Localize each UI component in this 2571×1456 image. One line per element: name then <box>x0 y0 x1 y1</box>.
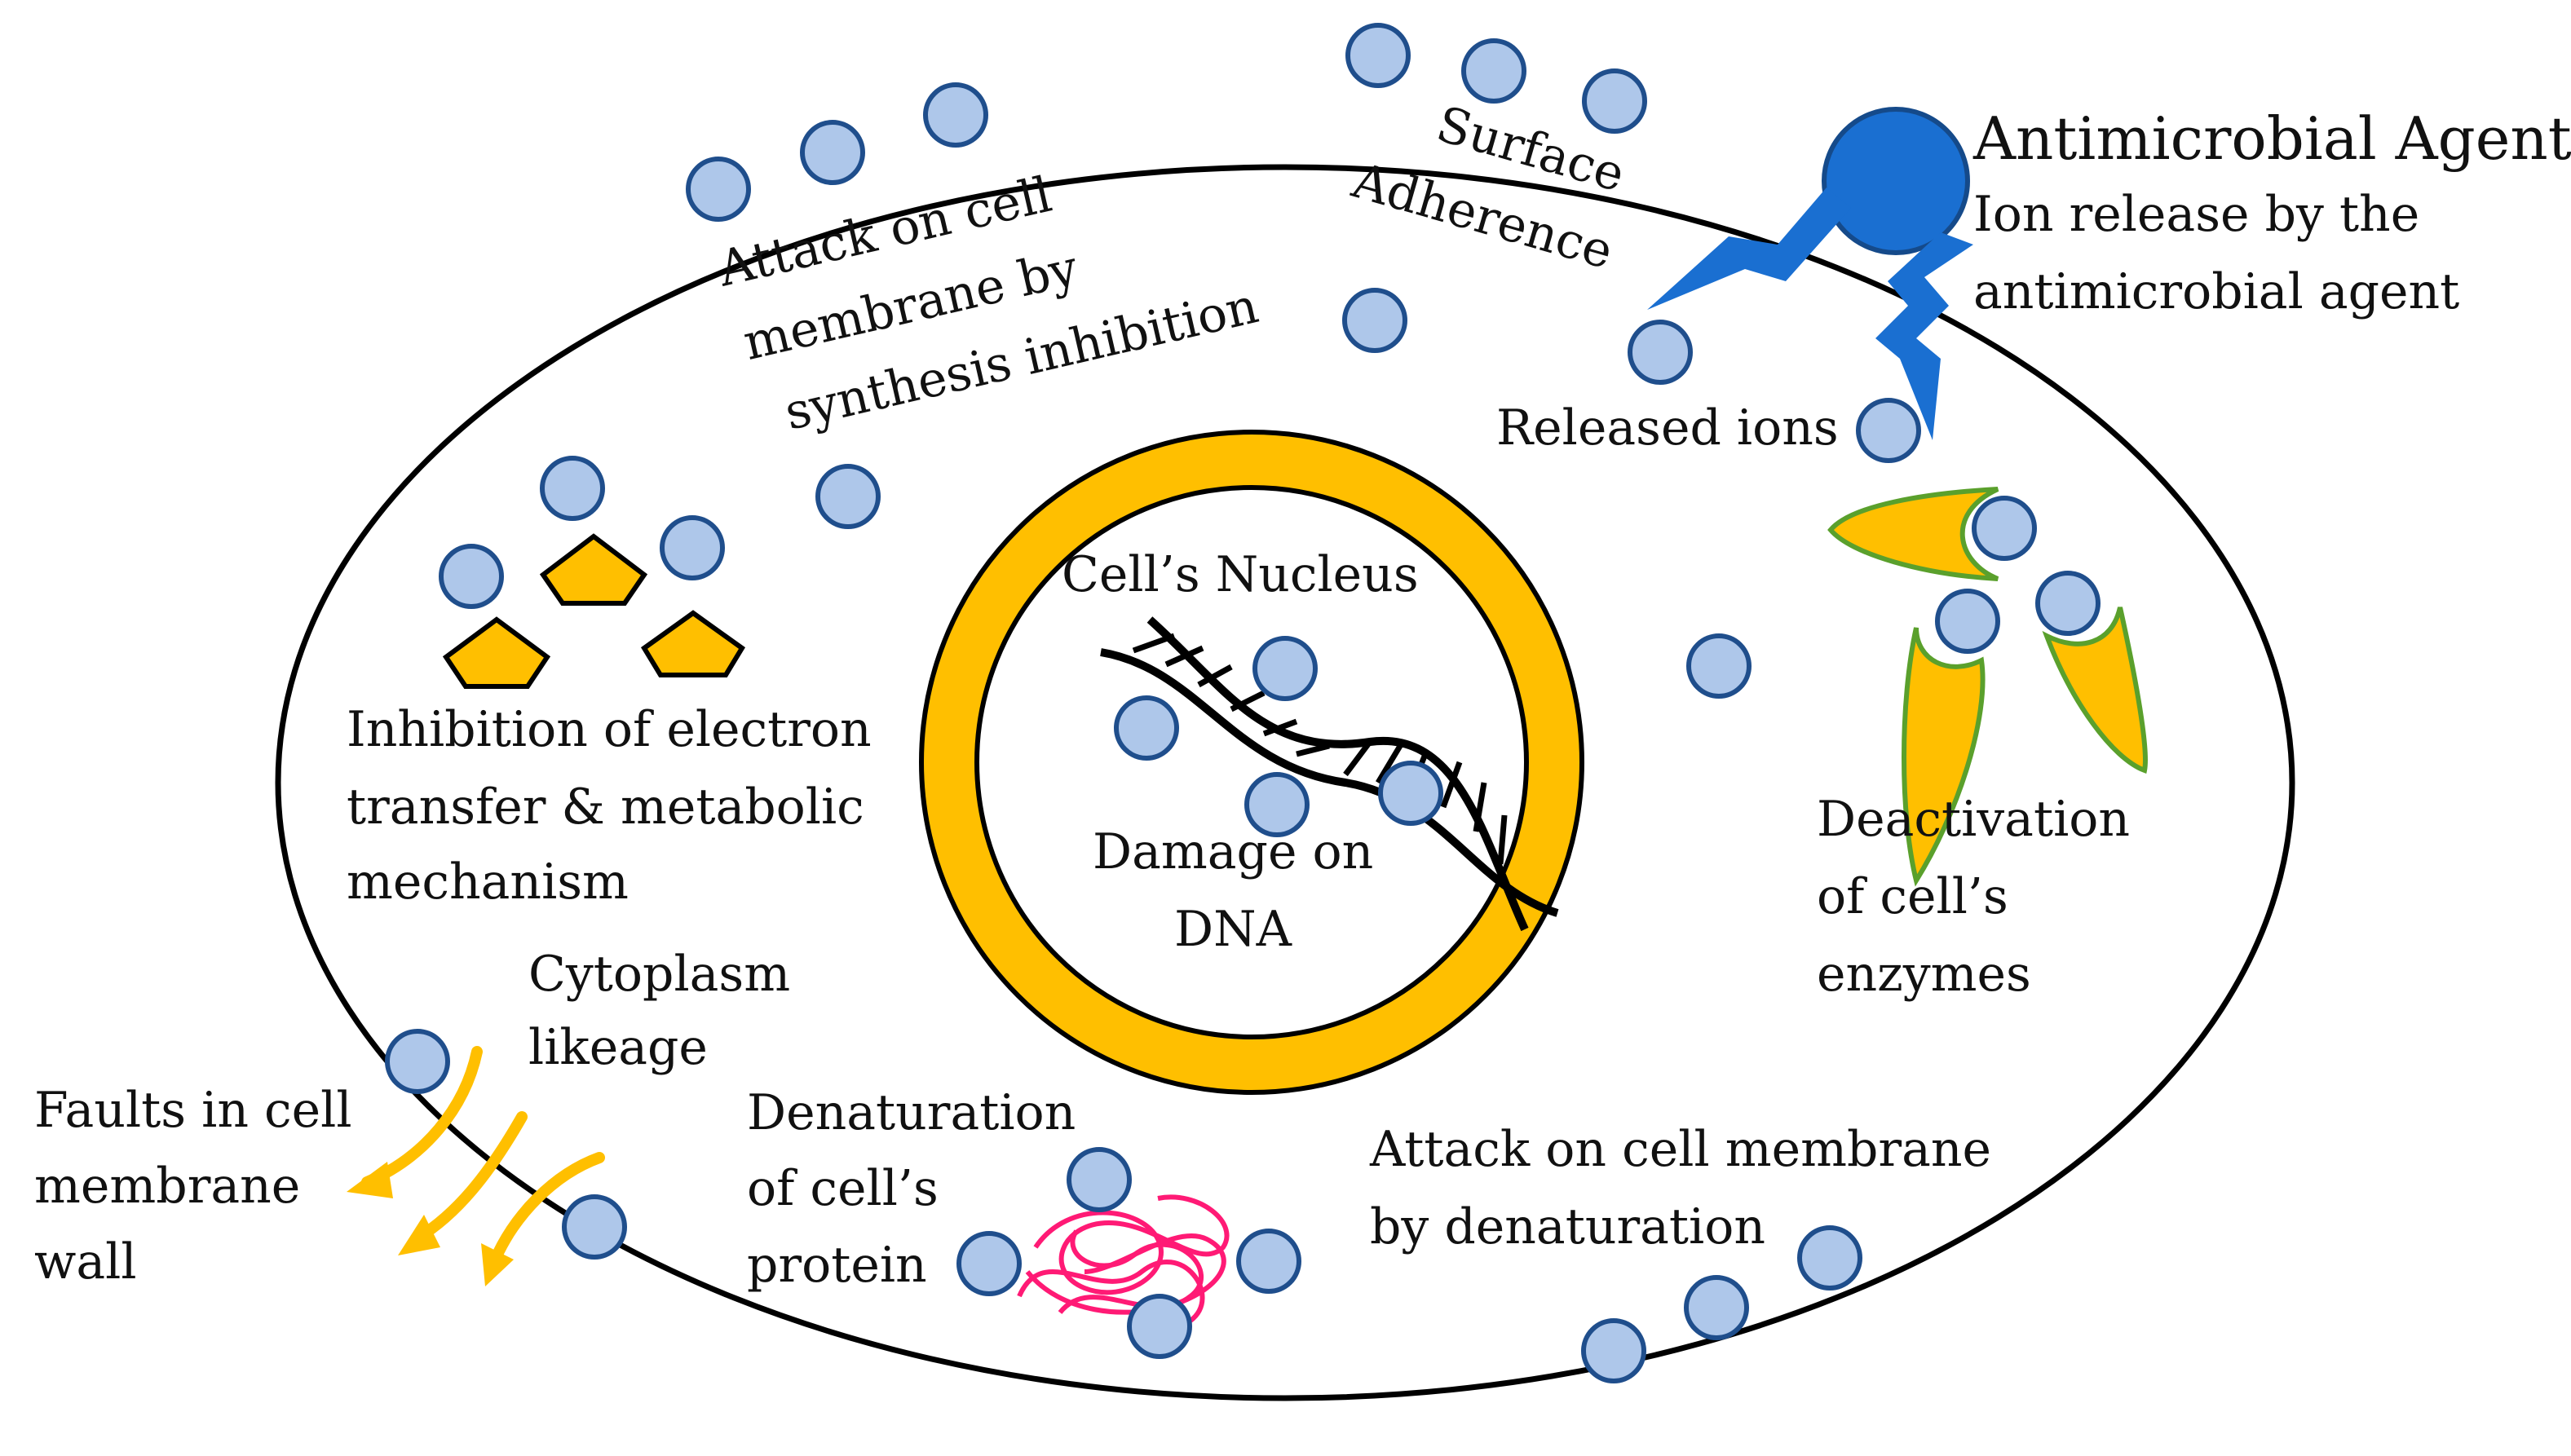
ion-particle <box>1686 633 1752 699</box>
label-nucleus: Cell’s Nucleus <box>1062 546 1419 603</box>
label-dna-damage: DNA <box>1174 901 1292 958</box>
ion-particle <box>1345 23 1411 88</box>
label-agent-desc: antimicrobial agent <box>1973 263 2459 320</box>
ion-particle <box>1797 1225 1862 1291</box>
cell-membrane <box>275 164 2295 1401</box>
ion-particle <box>923 82 988 148</box>
pentagon-icon <box>640 610 746 677</box>
label-electron-transfer: Inhibition of electron <box>347 701 872 758</box>
ion-particle <box>562 1194 627 1260</box>
arrow-icon <box>488 1152 605 1269</box>
arrow-head-icon <box>398 1215 440 1255</box>
ion-particle <box>2035 571 2101 636</box>
ion-particle <box>1378 761 1443 826</box>
ion-particle <box>800 120 865 185</box>
cell-nucleus <box>919 430 1584 1095</box>
label-agent-title: Antimicrobial Agent <box>1972 104 2571 173</box>
tangled-protein-icon <box>1017 1194 1230 1323</box>
label-dna-damage: Damage on <box>1093 823 1373 880</box>
label-electron-transfer: transfer & metabolic <box>347 779 864 836</box>
ion-particle <box>1684 1275 1749 1340</box>
label-enzymes: of cell’s <box>1817 868 2008 925</box>
label-membrane-faults: Faults in cell <box>34 1082 352 1139</box>
enzyme-shape <box>1902 627 1986 887</box>
label-protein: protein <box>747 1237 927 1294</box>
label-cytoplasm: likeage <box>528 1019 708 1076</box>
ion-particle <box>1244 772 1310 837</box>
ion-particle <box>1127 1294 1192 1359</box>
ion-particle <box>686 157 751 222</box>
label-enzymes: Deactivation <box>1817 791 2130 848</box>
label-denaturation: Attack on cell membrane <box>1369 1121 1991 1178</box>
label-agent-desc: Ion release by the <box>1973 186 2419 243</box>
label-electron-transfer: mechanism <box>347 854 629 911</box>
ion-particle <box>1972 496 2037 561</box>
ion-particle <box>1582 68 1647 134</box>
label-released-ions: Released ions <box>1496 399 1839 457</box>
label-membrane-faults: membrane <box>34 1158 300 1215</box>
ion-particle <box>956 1231 1022 1296</box>
label-enzymes: enzymes <box>1817 946 2031 1003</box>
ion-particle <box>1342 288 1407 353</box>
metabolic-molecules <box>442 533 746 689</box>
released-ions <box>385 23 2101 1383</box>
lightning-bolt-icon <box>1647 188 1851 310</box>
ion-particle <box>1581 1318 1646 1383</box>
label-denaturation: by denaturation <box>1370 1198 1765 1255</box>
pentagon-icon <box>539 533 648 606</box>
ion-particle <box>439 544 504 609</box>
ion-particle <box>815 464 881 529</box>
label-protein: of cell’s <box>747 1160 939 1217</box>
label-membrane-faults: wall <box>34 1233 137 1291</box>
ion-particle <box>1114 695 1179 761</box>
ion-particle <box>540 456 605 521</box>
ion-particle <box>1067 1147 1132 1212</box>
enzyme-shape <box>2042 607 2148 774</box>
enzyme-shape <box>1827 487 1999 581</box>
arrow-head-icon <box>347 1162 393 1198</box>
dna-helix-icon <box>1100 616 1559 932</box>
cytoplasm-leakage-arrows <box>347 1046 605 1286</box>
arrow-head-icon <box>481 1243 514 1286</box>
ion-particle <box>1935 589 2000 654</box>
nucleus-interior <box>974 485 1529 1039</box>
label-cytoplasm: Cytoplasm <box>528 946 790 1003</box>
cell-enzymes <box>1827 487 2148 887</box>
ion-particle <box>660 515 725 580</box>
ion-particle <box>1252 636 1318 701</box>
agent-sphere <box>1822 107 1970 255</box>
ion-particle <box>1856 398 1921 463</box>
ion-particle <box>1628 320 1693 385</box>
ion-particle <box>1236 1229 1301 1294</box>
antimicrobial-agent <box>1647 107 1973 440</box>
lightning-bolt-icon <box>1875 232 1973 440</box>
label-protein: Denaturation <box>747 1084 1076 1141</box>
label-membrane-synthesis: Attack on cell membrane by synthesis inh… <box>712 166 1263 442</box>
ion-particle <box>385 1029 450 1094</box>
ion-particle <box>1461 38 1526 104</box>
pentagon-icon <box>442 616 551 689</box>
